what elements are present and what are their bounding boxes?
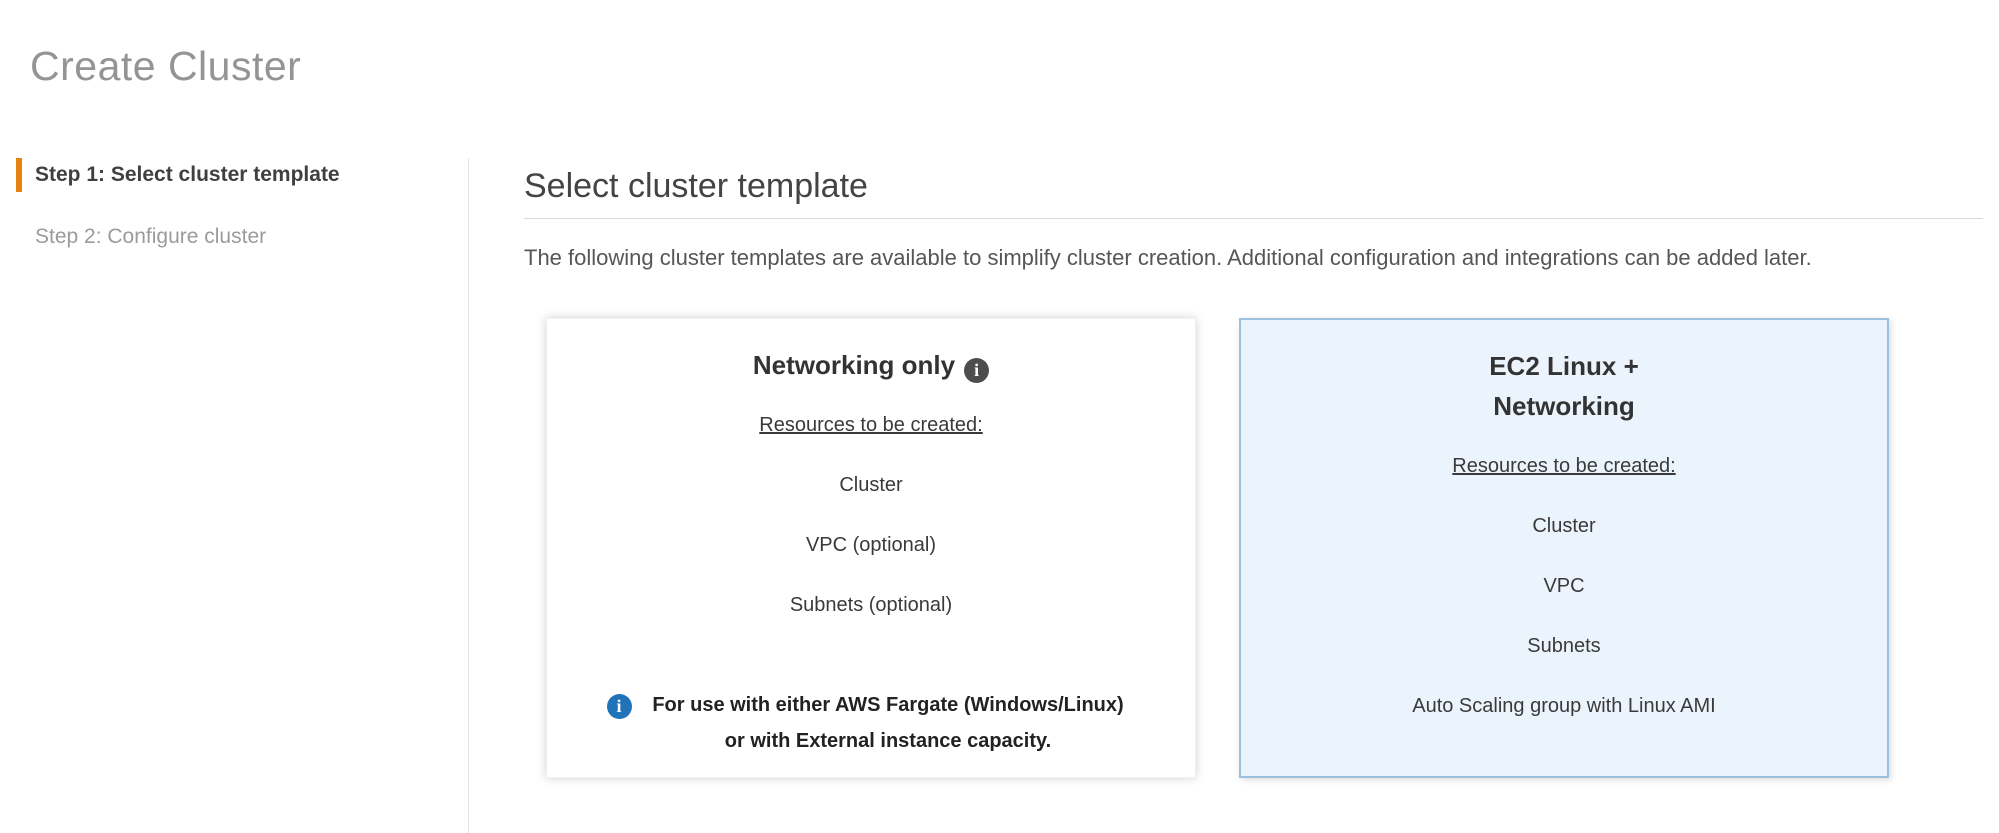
page-title: Create Cluster xyxy=(30,43,302,89)
template-card-networking-only[interactable]: Networking only i Resources to be created… xyxy=(546,318,1196,778)
resource-item: Cluster xyxy=(1532,515,1596,537)
heading-divider xyxy=(524,218,1983,219)
section-description: The following cluster templates are avai… xyxy=(524,245,1812,270)
resource-item: VPC xyxy=(1543,575,1585,597)
main-content: Select cluster template The following cl… xyxy=(468,158,1999,833)
resource-item: Subnets (optional) xyxy=(789,594,953,616)
resource-item: VPC (optional) xyxy=(805,534,937,556)
wizard-step-2-configure-cluster[interactable]: Step 2: Configure cluster xyxy=(35,225,267,248)
section-heading: Select cluster template xyxy=(524,167,868,205)
wizard-steps-nav: Step 1: Select cluster template Step 2: … xyxy=(0,158,468,833)
card-title-label: Networking only xyxy=(752,350,956,380)
card-note: i For use with either AWS Fargate (Windo… xyxy=(547,687,1195,759)
resource-item: Auto Scaling group with Linux AMI xyxy=(1412,695,1716,717)
resources-heading: Resources to be created: xyxy=(759,414,983,436)
wizard-layout: Step 1: Select cluster template Step 2: … xyxy=(0,158,1999,833)
info-icon-blue[interactable]: i xyxy=(606,694,632,719)
card-title: EC2 Linux + Networking xyxy=(1241,346,1887,426)
info-icon[interactable]: i xyxy=(964,358,990,383)
card-note-text: For use with either AWS Fargate (Windows… xyxy=(652,694,1124,752)
card-title: Networking only i xyxy=(547,345,1195,385)
resources-heading: Resources to be created: xyxy=(1452,455,1676,477)
card-title-label: EC2 Linux + Networking xyxy=(1489,351,1639,421)
resource-item: Cluster xyxy=(839,474,903,496)
resource-item: Subnets xyxy=(1527,635,1601,657)
template-cards-row: Networking only i Resources to be created… xyxy=(546,318,1983,778)
template-card-ec2-linux-networking[interactable]: EC2 Linux + Networking Resources to be c… xyxy=(1239,318,1889,778)
wizard-step-1-select-cluster-template[interactable]: Step 1: Select cluster template xyxy=(16,158,340,192)
